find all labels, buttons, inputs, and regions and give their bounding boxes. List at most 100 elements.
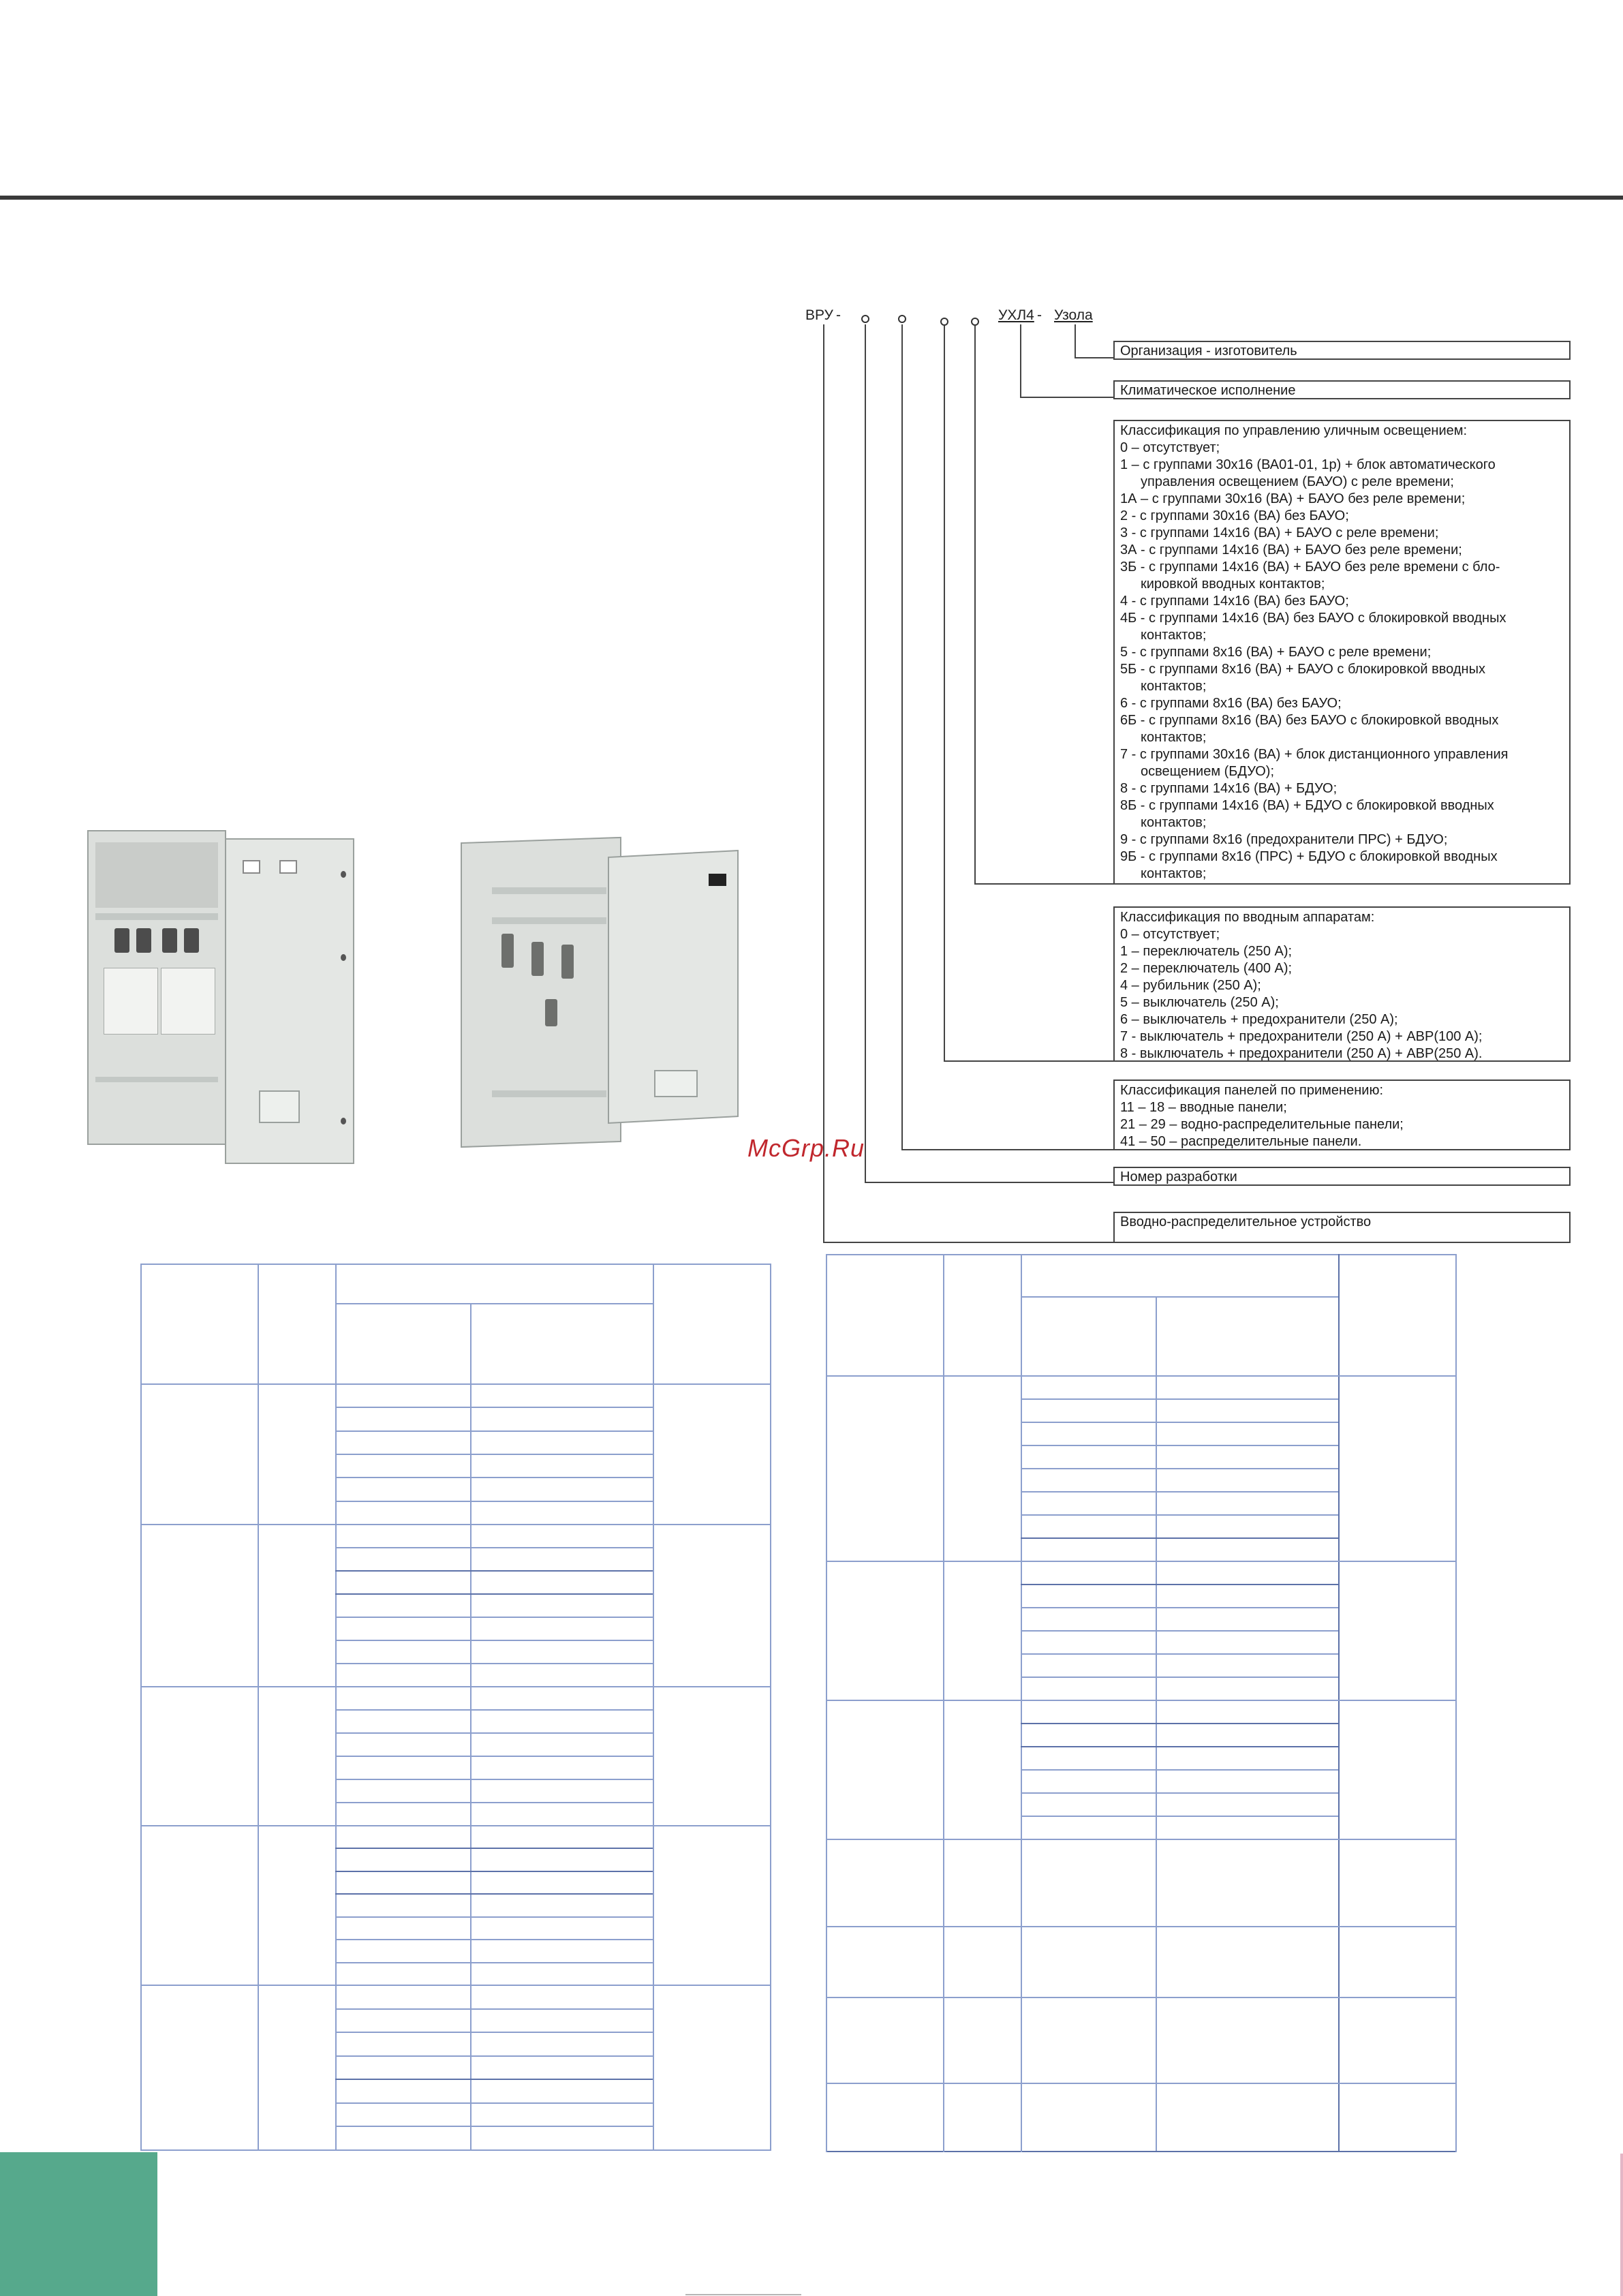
leader-line [823,324,824,1243]
table-rule [1021,1468,1338,1469]
box-line: 6 – выключатель + предохранители (250 А)… [1120,1012,1398,1027]
table-rule [943,1254,944,2152]
door-hinge [341,871,346,878]
box-device: Вводно-распределительное устройство [1113,1212,1571,1243]
table-rule [335,1779,653,1780]
table-rule [335,1264,337,2151]
table-rule [826,1839,1457,1840]
table-rule [335,1430,653,1432]
table-rule [140,1686,771,1687]
table-rule [335,2055,653,2057]
table-rule [470,1303,472,1383]
box-dev-number-text: Номер разработки [1120,1169,1237,1184]
cabinet-switch-panel [104,968,158,1035]
box-manufacturer-text: Организация - изготовитель [1120,343,1297,358]
leader-line [1020,397,1113,398]
table-rule [335,1303,653,1304]
table-rule [1021,1296,1338,1298]
cabinet-device [162,928,177,953]
table-rule [335,1802,653,1803]
box-line: управления освещением (БАУО) с реле врем… [1141,474,1454,489]
table-rule [140,2149,771,2151]
table-rule [140,1383,771,1385]
table-rule [335,1477,653,1478]
cabinet-device [561,945,574,979]
table-rule [826,1561,1457,1562]
table-rule [258,1264,259,2151]
box-line: 3А - с группами 14х16 (ВА) + БАУО без ре… [1120,542,1462,557]
table-rule [335,1407,653,1408]
box-line: 6 - с группами 8х16 (ВА) без БАУО; [1120,696,1342,711]
box-line: 1 – с группами 30х16 (ВА01-01, 1р) + бло… [1120,457,1496,472]
code-dash: - [1037,307,1042,323]
table-rule [335,1962,653,1963]
header-rule [0,196,1623,200]
table-rule [140,1985,771,1986]
table-rule [470,1825,472,1985]
code-slot-input [940,318,948,326]
cabinet-shelf [492,917,606,924]
table-rule [470,1985,472,2149]
box-line: контактов; [1141,815,1207,830]
door-document-pocket [259,1090,300,1123]
table-rule [1021,1792,1338,1794]
table-rule [335,1916,653,1918]
box-line: 5 – выключатель (250 А); [1120,995,1279,1010]
table-rule [335,2032,653,2033]
table-rule [335,2102,653,2104]
code-prefix: ВРУ [805,307,833,323]
box-line: 4Б - с группами 14х16 (ВА) без БАУО с бл… [1120,611,1506,626]
table-right [826,1254,1457,2152]
table-rule [335,1617,653,1618]
table-rule [335,1709,653,1711]
box-line: 3Б - с группами 14х16 (ВА) + БАУО без ре… [1120,560,1500,575]
table-rule [140,1264,771,1265]
box-line: 5Б - с группами 8х16 (ВА) + БАУО с блоки… [1120,662,1485,677]
table-rule [335,1871,653,1872]
box-line: 2 - с группами 30х16 (ВА) без БАУО; [1120,508,1349,523]
box-lighting: Классификация по управлению уличным осве… [1113,420,1571,885]
code-slot-lighting [971,318,979,326]
box-lighting-title: Классификация по управлению уличным осве… [1120,423,1468,438]
box-line: 1А – с группами 30х16 (ВА) + БАУО без ре… [1120,491,1466,506]
table-rule [1156,2083,1157,2151]
leader-line [1075,357,1113,358]
box-line: контактов; [1141,730,1207,745]
table-rule [1021,1445,1338,1446]
table-rule [826,1926,1457,1927]
leader-line [823,1242,1113,1243]
code-city: Узола [1054,307,1093,323]
table-rule [1156,1839,1157,1926]
cabinet-device [184,928,199,953]
box-line: 2 – переключатель (400 А); [1120,961,1293,976]
box-line: 1 – переключатель (250 А); [1120,944,1293,959]
cabinet-device [501,934,514,968]
box-input: Классификация по вводным аппаратам: 0 – … [1113,906,1571,1062]
leader-line [1075,324,1076,358]
box-line: 7 - выключатель + предохранители (250 А)… [1120,1029,1483,1044]
box-line: 8 - с группами 14х16 (ВА) + БДУО; [1120,781,1338,796]
table-rule [335,1454,653,1455]
cabinet-device [136,928,151,953]
box-line: 8 - выключатель + предохранители (250 А)… [1120,1046,1483,1061]
box-line: контактов; [1141,628,1207,643]
code-slot-panel-type [898,315,906,323]
door-window [243,860,260,874]
leader-line [901,324,903,1150]
leader-line [974,883,1113,885]
table-rule [470,1524,472,1686]
table-rule [1021,1514,1338,1516]
cabinet-busbar-area [95,842,218,908]
table-rule [1338,1254,1340,2152]
table-rule [335,2079,653,2080]
table-rule [1021,1537,1338,1539]
table-rule [1455,1254,1457,2152]
table-rule [653,1264,654,2151]
table-rule [335,1663,653,1664]
table-rule [1021,1584,1338,1585]
table-rule [1021,1677,1338,1678]
table-rule [335,2008,653,2010]
table-rule [770,1264,771,2151]
door-window [279,860,297,874]
table-rule [1021,1630,1338,1632]
